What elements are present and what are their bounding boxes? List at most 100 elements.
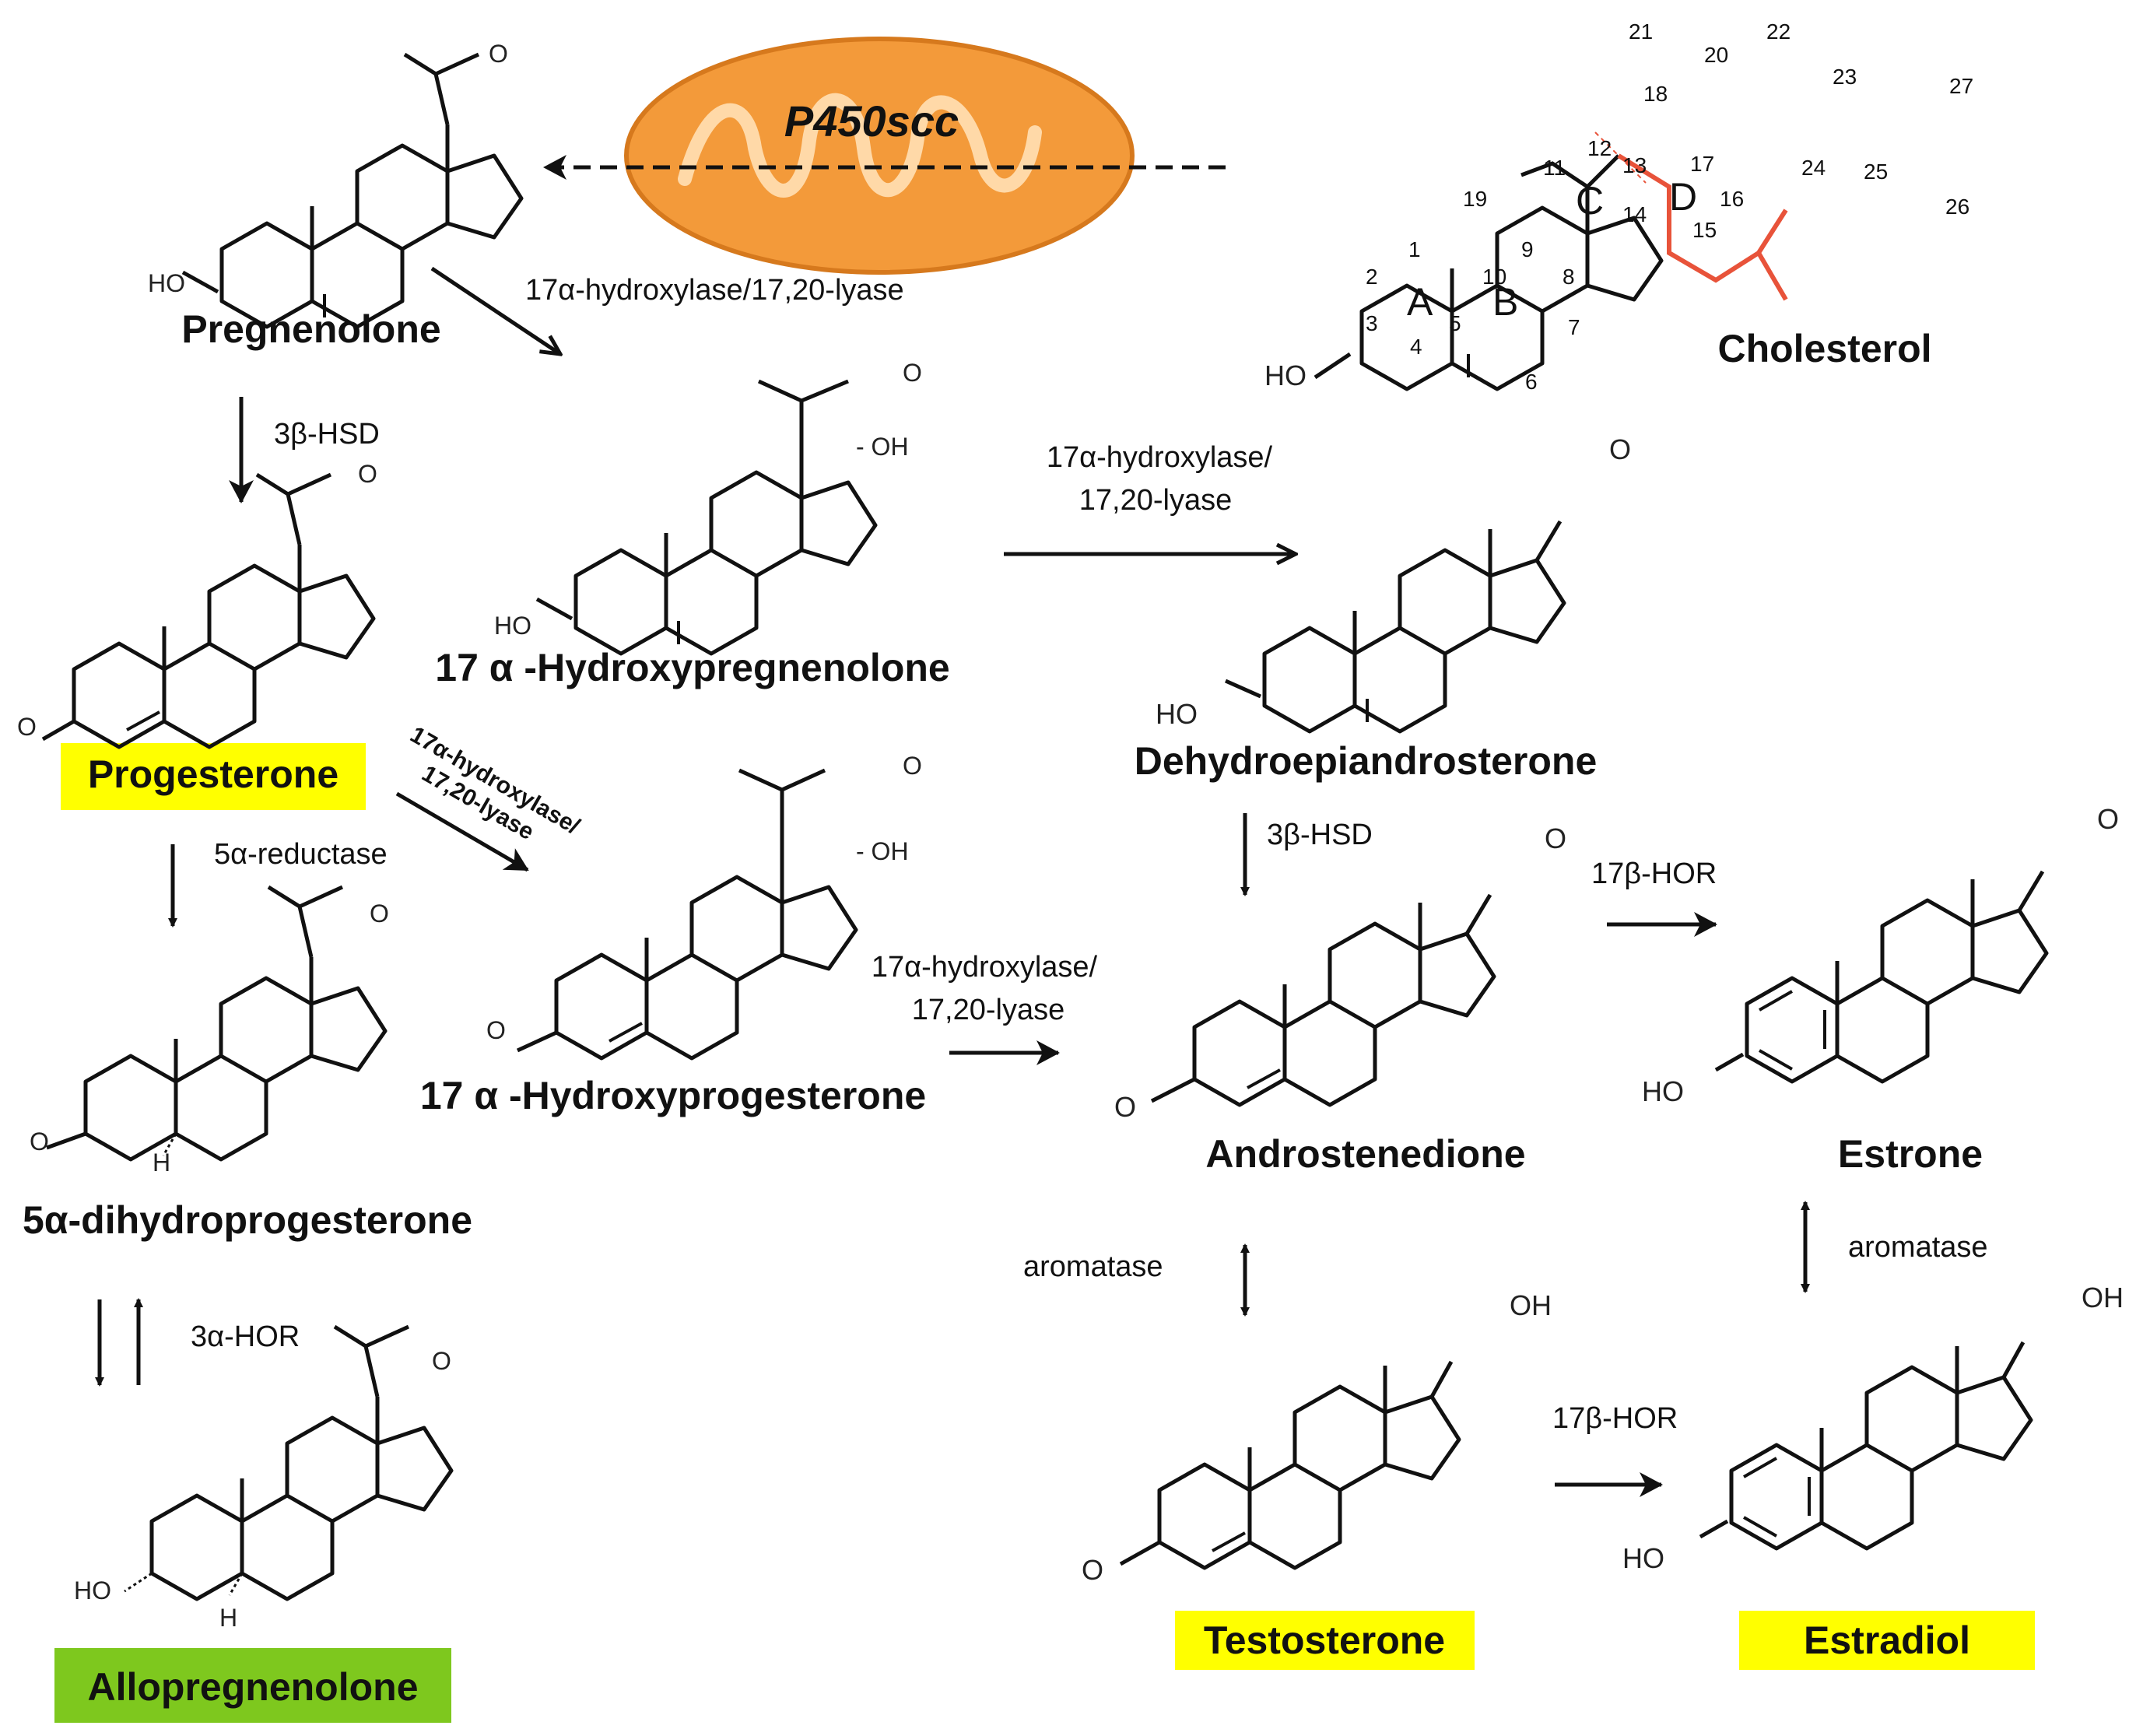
androstenedione-name: Androstenedione bbox=[1205, 1132, 1525, 1176]
chol-num-20: 20 bbox=[1704, 43, 1728, 67]
hydroxyprogesterone-name: 17 α -Hydroxyprogesterone bbox=[420, 1074, 926, 1117]
allopregnenolone-name: Allopregnenolone bbox=[88, 1665, 419, 1709]
dihydroprogesterone-structure bbox=[46, 885, 385, 1159]
chol-num-4: 4 bbox=[1410, 335, 1422, 359]
enzyme-lyase-top: 17α-hydroxylase/17,20-lyase bbox=[525, 274, 904, 307]
chol-ring-b: B bbox=[1492, 280, 1518, 324]
cholesterol-ho: HO bbox=[1264, 359, 1306, 391]
progesterone-name: Progesterone bbox=[88, 752, 338, 796]
progesterone-structure bbox=[41, 472, 374, 747]
enzyme-lyase-low-1: 17α-hydroxylase/ bbox=[872, 951, 1098, 984]
chol-ring-c: C bbox=[1576, 179, 1604, 223]
enzyme-hsd-right: 3β-HSD bbox=[1267, 819, 1373, 851]
testosterone-oh: OH bbox=[1510, 1289, 1552, 1321]
hydroxyprogesterone-oh: - OH bbox=[856, 837, 909, 865]
testosterone-structure bbox=[1119, 1360, 1459, 1568]
estradiol-name: Estradiol bbox=[1804, 1619, 1970, 1662]
chol-num-9: 9 bbox=[1521, 237, 1534, 261]
chol-num-15: 15 bbox=[1692, 218, 1717, 242]
enzyme-aromatase-left: aromatase bbox=[1023, 1250, 1163, 1283]
chol-num-17: 17 bbox=[1690, 152, 1714, 176]
allopregnenolone-structure bbox=[124, 1324, 451, 1599]
estradiol-ho: HO bbox=[1622, 1542, 1664, 1574]
chol-num-21: 21 bbox=[1629, 19, 1653, 44]
hydroxyprogesterone-o-20: O bbox=[903, 752, 922, 780]
estradiol-highlight bbox=[1739, 1611, 2035, 1670]
cholesterol-structure bbox=[1314, 132, 1788, 389]
pregnenolone-structure bbox=[181, 52, 521, 327]
enzyme-aromatase-right: aromatase bbox=[1848, 1231, 1988, 1264]
chol-num-8: 8 bbox=[1563, 265, 1575, 289]
chol-num-7: 7 bbox=[1568, 315, 1580, 339]
chol-num-1: 1 bbox=[1408, 237, 1421, 261]
chol-num-12: 12 bbox=[1587, 136, 1612, 160]
dhea-name: Dehydroepiandrosterone bbox=[1135, 739, 1598, 783]
arrow-preg-to-hydroxypreg bbox=[430, 266, 560, 354]
chol-num-27: 27 bbox=[1949, 74, 1973, 98]
hydroxyprogesterone-structure bbox=[516, 768, 856, 1058]
pregnenolone-ho: HO bbox=[148, 269, 185, 297]
estrone-name: Estrone bbox=[1838, 1132, 1983, 1176]
enzyme-lyase-mid-1: 17α-hydroxylase/ bbox=[1047, 441, 1273, 474]
hydroxyprogesterone-o-3: O bbox=[486, 1016, 506, 1044]
chol-num-18: 18 bbox=[1643, 82, 1668, 106]
pregnenolone-name: Pregnenolone bbox=[181, 307, 440, 351]
enzyme-hor17-top: 17β-HOR bbox=[1591, 857, 1717, 890]
enzyme-lyase-mid-2: 17,20-lyase bbox=[1079, 484, 1232, 517]
progesterone-highlight bbox=[61, 743, 366, 810]
testosterone-highlight bbox=[1175, 1611, 1475, 1670]
estradiol-oh: OH bbox=[2082, 1282, 2124, 1313]
chol-num-2: 2 bbox=[1366, 265, 1378, 289]
estrone-ho: HO bbox=[1642, 1075, 1684, 1107]
enzyme-hor3a: 3α-HOR bbox=[191, 1320, 300, 1353]
estrone-structure bbox=[1714, 870, 2047, 1082]
mitochondrion bbox=[624, 37, 1135, 275]
chol-num-11: 11 bbox=[1543, 156, 1566, 180]
estrone-o: O bbox=[2097, 803, 2119, 835]
enzyme-hor17-bottom: 17β-HOR bbox=[1552, 1402, 1678, 1435]
arrow-prog-to-hydroxyprog bbox=[395, 791, 529, 872]
dihydroprogesterone-name: 5α-dihydroprogesterone bbox=[23, 1198, 472, 1242]
chol-ring-d: D bbox=[1669, 175, 1697, 219]
dihydroprogesterone-o-3: O bbox=[30, 1128, 49, 1156]
chol-ring-a: A bbox=[1407, 280, 1433, 324]
androstenedione-o-3: O bbox=[1114, 1091, 1136, 1123]
hydroxypregnenolone-name: 17 α -Hydroxypregnenolone bbox=[435, 646, 949, 689]
allopregnenolone-highlight bbox=[54, 1648, 451, 1723]
chol-num-3: 3 bbox=[1366, 311, 1378, 335]
chol-num-16: 16 bbox=[1720, 187, 1744, 211]
enzyme-reductase: 5α-reductase bbox=[214, 838, 388, 871]
testosterone-name: Testosterone bbox=[1204, 1619, 1445, 1662]
allopregnenolone-o: O bbox=[432, 1347, 451, 1375]
chol-num-24: 24 bbox=[1801, 156, 1826, 180]
chol-num-5: 5 bbox=[1449, 311, 1461, 335]
chol-num-19: 19 bbox=[1463, 187, 1487, 211]
chol-num-23: 23 bbox=[1833, 65, 1857, 89]
chol-num-6: 6 bbox=[1525, 370, 1538, 394]
allopregnenolone-h: H bbox=[219, 1604, 237, 1632]
hydroxypregnenolone-o: O bbox=[903, 359, 922, 387]
dhea-structure bbox=[1224, 520, 1564, 731]
chol-num-25: 25 bbox=[1864, 160, 1888, 184]
chol-num-26: 26 bbox=[1945, 195, 1969, 219]
estradiol-structure bbox=[1699, 1341, 2031, 1548]
hydroxypregnenolone-oh: - OH bbox=[856, 433, 909, 461]
androstenedione-structure bbox=[1150, 893, 1494, 1105]
dhea-o: O bbox=[1609, 433, 1631, 465]
cholesterol-name: Cholesterol bbox=[1717, 327, 1931, 370]
dhea-ho: HO bbox=[1156, 698, 1198, 730]
hydroxypregnenolone-ho: HO bbox=[494, 612, 531, 640]
hydroxypregnenolone-structure bbox=[535, 379, 875, 654]
enzyme-hsd-left: 3β-HSD bbox=[274, 418, 380, 451]
chol-num-10: 10 bbox=[1482, 265, 1506, 289]
androstenedione-o-17: O bbox=[1545, 822, 1566, 854]
progesterone-o-20: O bbox=[358, 460, 377, 488]
allopregnenolone-ho: HO bbox=[74, 1576, 111, 1604]
chol-num-14: 14 bbox=[1622, 202, 1647, 226]
chol-num-22: 22 bbox=[1766, 19, 1791, 44]
dihydroprogesterone-h: H bbox=[153, 1149, 170, 1177]
testosterone-o: O bbox=[1082, 1554, 1103, 1586]
pregnenolone-o: O bbox=[489, 40, 508, 68]
enzyme-lyase-low-2: 17,20-lyase bbox=[912, 994, 1064, 1026]
